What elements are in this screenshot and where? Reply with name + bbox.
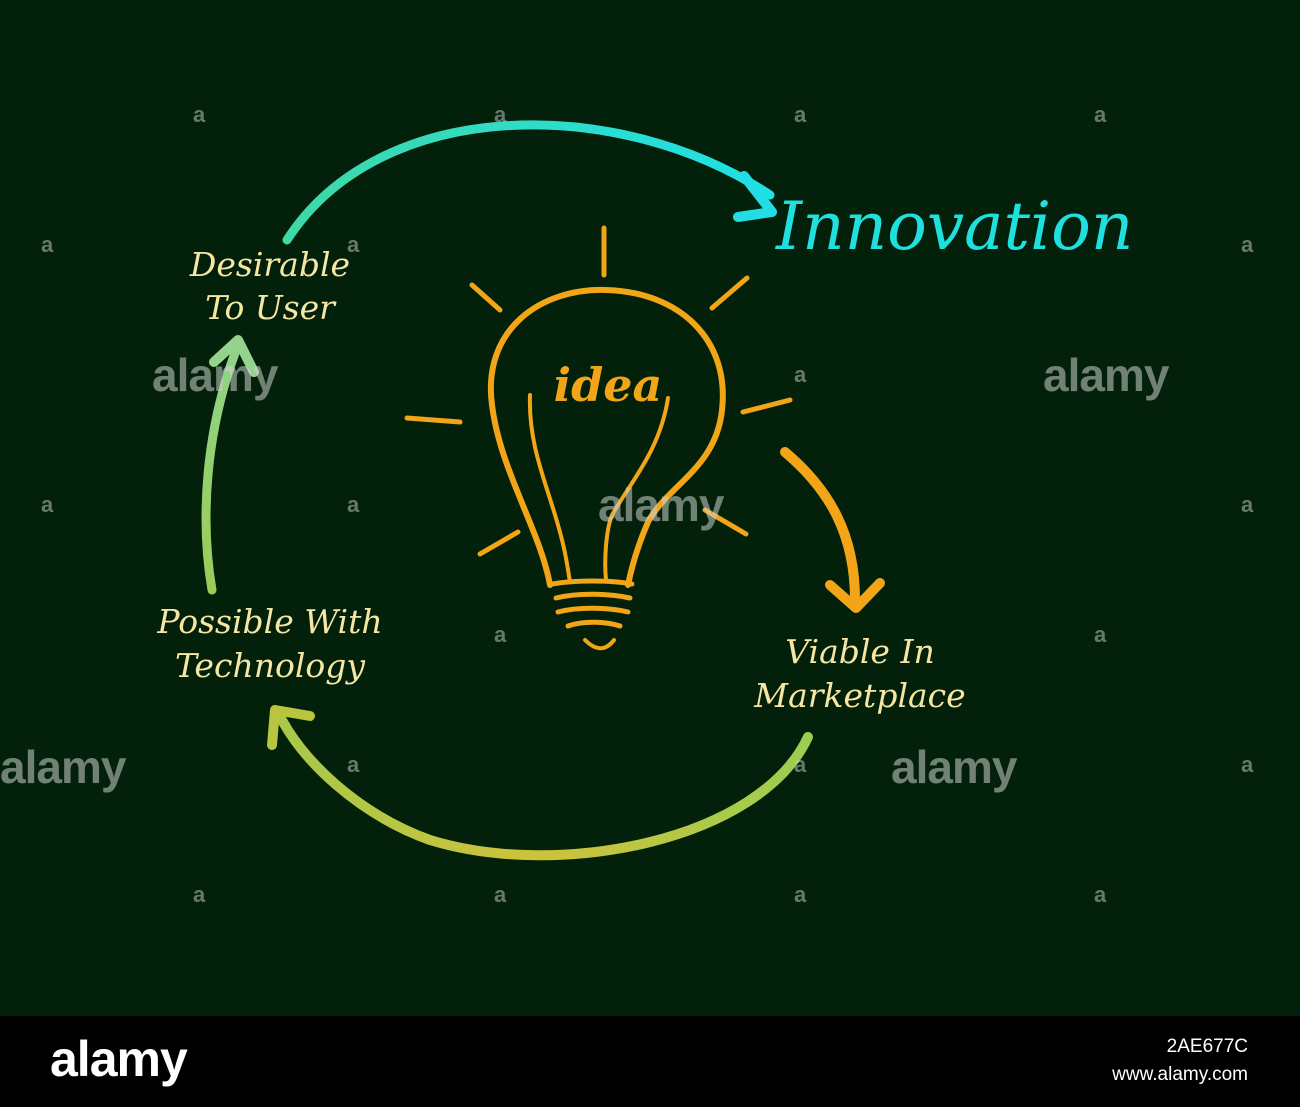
watermark-small: a [1094, 882, 1107, 907]
node-desirable-line1: Desirable [189, 245, 351, 284]
center-label-idea: idea [553, 358, 663, 412]
footer-url: www.alamy.com [1112, 1064, 1248, 1085]
diagram-title: Innovation [776, 188, 1134, 265]
watermark-small: a [193, 882, 206, 907]
watermark-small: a [1241, 492, 1254, 517]
footer-brand-logo: alamy [50, 1031, 188, 1087]
watermark: alamy [598, 479, 724, 531]
arrow-to-innovation [282, 120, 777, 245]
arrow-possible-to-desirable [201, 335, 259, 595]
arrow-viable-to-possible [267, 705, 813, 861]
lightbulb-icon [404, 225, 793, 651]
watermark-small: a [494, 622, 507, 647]
watermark-small: a [1094, 102, 1107, 127]
watermark-small: a [1241, 752, 1254, 777]
watermark-small: a [794, 752, 807, 777]
watermark-small: a [1094, 622, 1107, 647]
watermark-small: a [193, 102, 206, 127]
arrow-idea-to-viable [780, 447, 885, 613]
watermark-small: a [794, 102, 807, 127]
watermark: alamy [0, 741, 126, 793]
watermark-small: a [41, 492, 54, 517]
diagram-graphics [201, 120, 885, 861]
watermark: alamy [1043, 349, 1169, 401]
watermark: alamy [152, 349, 278, 401]
watermark-small: a [794, 882, 807, 907]
watermark-small: a [347, 752, 360, 777]
footer-image-id: 2AE677C [1166, 1036, 1248, 1057]
footer-bar: alamy 2AE677C www.alamy.com [0, 1016, 1300, 1107]
watermark-small: a [494, 102, 507, 127]
node-possible-line1: Possible With [157, 602, 383, 641]
watermark-small: a [41, 232, 54, 257]
watermark-small: a [347, 232, 360, 257]
watermark: alamy [891, 741, 1017, 793]
watermark-small: a [347, 492, 360, 517]
watermark-small: a [1241, 232, 1254, 257]
node-viable-line2: Marketplace [754, 676, 966, 715]
node-viable-line1: Viable In [785, 632, 935, 671]
node-desirable-line2: To User [205, 288, 335, 327]
watermark-small: a [794, 362, 807, 387]
node-possible-line2: Technology [174, 646, 366, 685]
watermark-small: a [494, 882, 507, 907]
